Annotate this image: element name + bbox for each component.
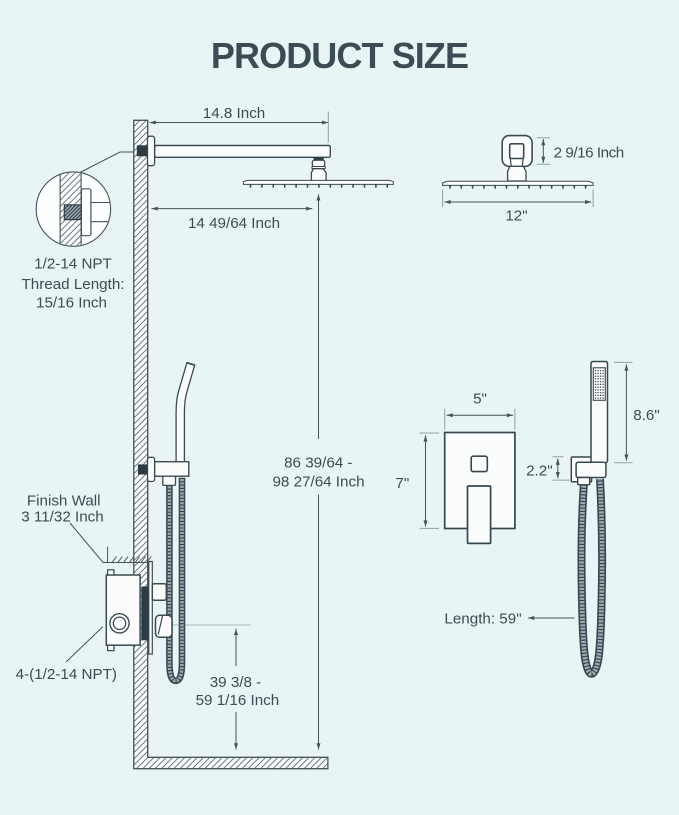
svg-text:4-(1/2-14 NPT): 4-(1/2-14 NPT) xyxy=(16,666,117,683)
svg-text:5": 5" xyxy=(473,390,487,407)
svg-text:15/16 Inch: 15/16 Inch xyxy=(36,295,107,312)
svg-text:86 39/64 -: 86 39/64 - xyxy=(284,454,352,471)
svg-text:2 9/16 Inch: 2 9/16 Inch xyxy=(554,144,624,161)
svg-text:12": 12" xyxy=(505,207,527,224)
svg-text:Finish Wall: Finish Wall xyxy=(27,492,101,509)
svg-text:Thread Length:: Thread Length: xyxy=(21,276,124,293)
svg-text:PRODUCT SIZE: PRODUCT SIZE xyxy=(211,35,468,76)
svg-text:39 3/8 -: 39 3/8 - xyxy=(210,674,262,691)
svg-text:59 1/16 Inch: 59 1/16 Inch xyxy=(196,692,280,709)
svg-text:3 11/32 Inch: 3 11/32 Inch xyxy=(21,508,103,525)
svg-text:14 49/64 Inch: 14 49/64 Inch xyxy=(188,215,280,232)
svg-text:Length: 59": Length: 59" xyxy=(444,610,521,627)
svg-text:1/2-14 NPT: 1/2-14 NPT xyxy=(34,256,112,273)
svg-text:7": 7" xyxy=(395,475,409,492)
svg-text:2.2": 2.2" xyxy=(526,462,553,479)
svg-text:8.6": 8.6" xyxy=(633,407,660,424)
svg-text:14.8 Inch: 14.8 Inch xyxy=(203,105,266,122)
svg-text:98 27/64 Inch: 98 27/64 Inch xyxy=(272,474,364,491)
